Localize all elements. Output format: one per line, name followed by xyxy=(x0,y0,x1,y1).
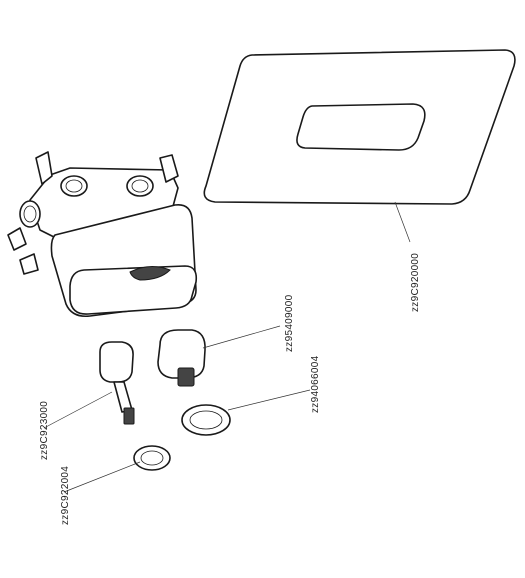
leader-large-ring xyxy=(227,389,311,411)
valve-body xyxy=(7,151,198,318)
leader-small-ring xyxy=(63,461,141,493)
part-code-cover-plate: zz9C920000 xyxy=(410,253,421,312)
leader-cartridge-cap xyxy=(202,325,281,349)
leader-spindle xyxy=(43,391,113,429)
part-code-spindle: zz9C923000 xyxy=(39,401,50,460)
small-ring xyxy=(133,445,171,471)
large-ring xyxy=(181,404,231,436)
part-code-cartridge-cap: zz95409000 xyxy=(284,294,295,352)
leader-cover-plate xyxy=(394,201,411,243)
cover-plate xyxy=(203,49,516,205)
part-code-large-ring: zz94066004 xyxy=(310,355,321,413)
spindle xyxy=(99,341,135,425)
part-code-small-ring: zz9C922004 xyxy=(60,466,71,525)
cartridge-cap xyxy=(157,329,206,387)
